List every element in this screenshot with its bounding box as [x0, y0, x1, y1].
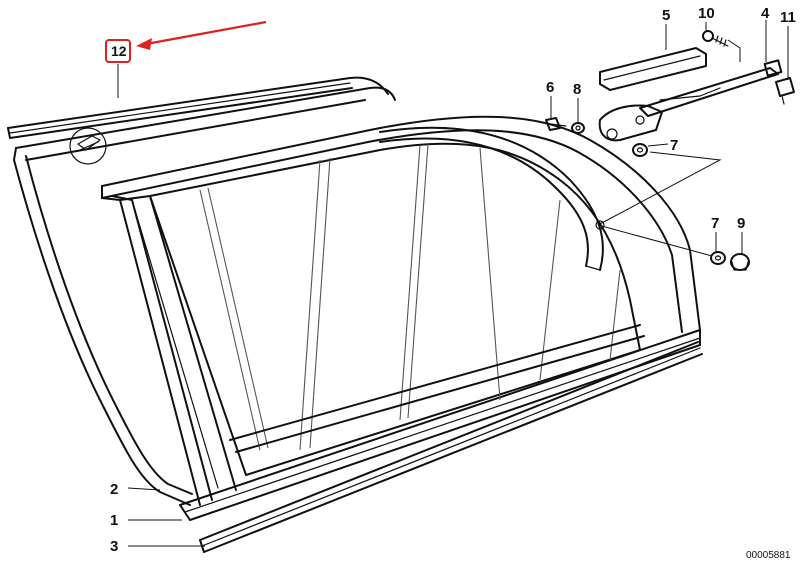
nut-part-7-lower: [710, 251, 726, 265]
belt-rail: [229, 324, 645, 453]
callout-9: 9: [737, 215, 745, 232]
latch-hinge-body: [598, 104, 663, 142]
callout-5: 5: [662, 7, 670, 24]
top-trim-strip: [7, 76, 389, 139]
callout-1: 1: [110, 512, 118, 529]
callout-leaders: [117, 20, 789, 547]
assembly-leaders: [595, 39, 741, 257]
callout-7-lower: 7: [711, 215, 719, 232]
callout-10: 10: [698, 5, 715, 22]
highlight-arrow: [136, 20, 267, 50]
screw-part-10: [702, 30, 729, 47]
callout-7-upper: 7: [670, 137, 678, 154]
glass-run-seal: [379, 126, 604, 271]
callout-2: 2: [110, 481, 118, 498]
callout-6: 6: [546, 79, 554, 96]
washer-part-8: [571, 122, 585, 134]
callout-11: 11: [780, 9, 796, 26]
latch-arm-part-4: [639, 59, 783, 117]
cap-part-9: [730, 253, 750, 271]
nut-part-7-upper: [632, 143, 648, 157]
callout-8: 8: [573, 81, 581, 98]
callout-12: 12: [111, 43, 127, 59]
clip-detail-circle: [69, 127, 107, 165]
callout-4: 4: [761, 5, 770, 22]
callout-3: 3: [110, 538, 118, 555]
diagram-reference-code: 00005881: [746, 550, 791, 561]
end-clip-part-11: [775, 77, 795, 105]
bolt-part-6: [545, 117, 567, 131]
glass-pane: [149, 142, 641, 476]
latch-bracket-part-5: [599, 47, 707, 91]
callout-12-box: [105, 39, 131, 63]
sill-seal: [199, 341, 703, 553]
